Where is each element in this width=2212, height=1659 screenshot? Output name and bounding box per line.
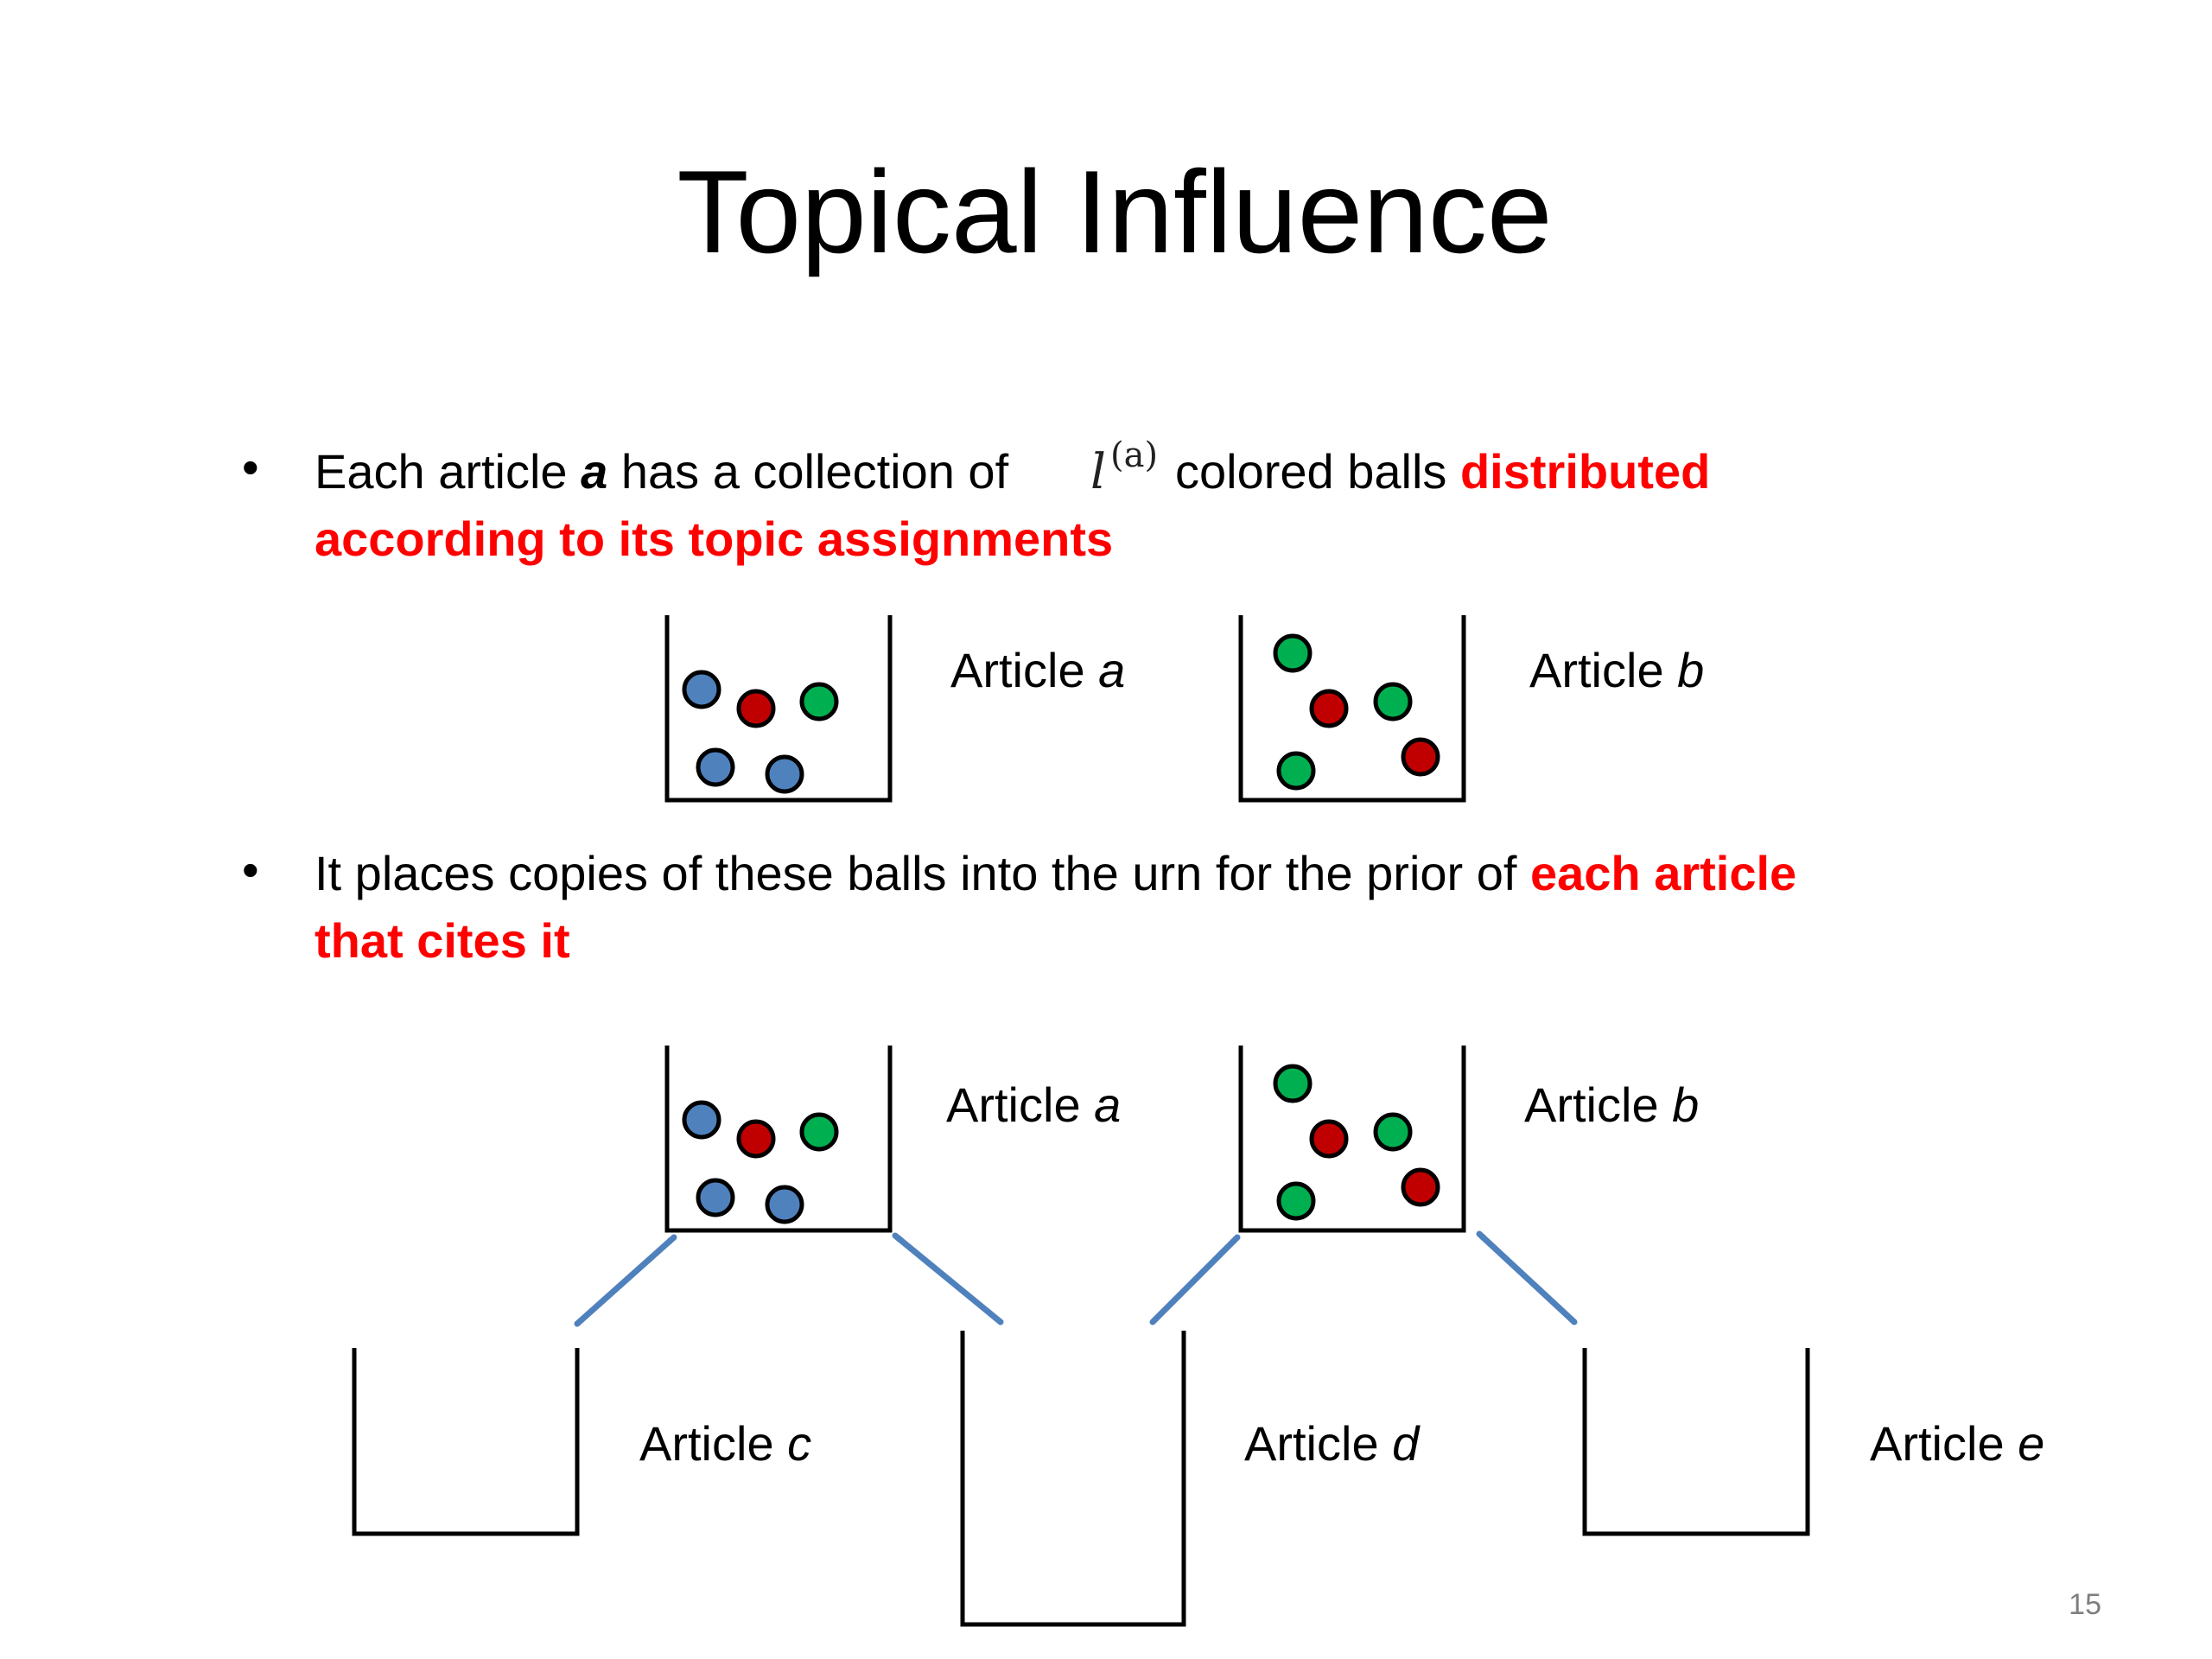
urn-outline [1238, 615, 1466, 803]
label-mid-article-a: Article a [946, 1077, 1121, 1132]
math-l: l [1090, 444, 1106, 500]
ball-green [799, 1112, 839, 1152]
ball-green [1273, 1064, 1313, 1103]
ball-blue [682, 1100, 721, 1140]
citation-arrow-e-to-b [1476, 1230, 1578, 1325]
ball-red [736, 1119, 776, 1159]
label-top-article-a: Article a [950, 643, 1125, 697]
label-article-c: Article c [639, 1416, 811, 1471]
urn-balls [1273, 1064, 1440, 1221]
ball-red [1309, 1119, 1349, 1159]
label-article-e: Article e [1870, 1416, 2044, 1471]
ball-blue [682, 670, 721, 709]
urn-mid-article-a [664, 1046, 893, 1233]
ball-red [1401, 737, 1440, 777]
urn-outline [1582, 1348, 1810, 1536]
bullet-1-marker: • [242, 440, 259, 494]
ball-green [1276, 751, 1316, 791]
bullet-2-text: It places copies of these balls into the… [315, 846, 1530, 900]
citation-arrow-c-to-a [574, 1234, 677, 1327]
ball-red [736, 689, 776, 728]
citation-arrows [574, 1230, 1578, 1327]
urn-outline [352, 1348, 580, 1536]
bullet-2-red-1: each article [1530, 846, 1796, 900]
ball-green [1373, 1112, 1413, 1152]
ball-green [1273, 633, 1313, 673]
slide-title: Topical Influence [677, 146, 1552, 277]
ball-blue [696, 747, 735, 787]
urn-balls [682, 670, 839, 794]
bullet-2-red-2: that cites it [315, 913, 570, 968]
bullet-1-prefix: Each article [315, 444, 581, 499]
ball-blue [765, 1185, 804, 1224]
bullet-2-marker: • [242, 842, 259, 897]
urn-balls [1273, 633, 1440, 791]
urn-outline [664, 1046, 893, 1233]
bullet-1-red-2: according to its topic assignments [315, 512, 1113, 566]
bullet-1-middle: has a collection of [607, 444, 1008, 499]
urn-outline [1238, 1046, 1466, 1233]
label-top-article-b: Article b [1529, 643, 1704, 697]
ball-blue [765, 754, 804, 794]
urn-top-article-a [664, 615, 893, 803]
urn-outline [664, 615, 893, 803]
ball-green [799, 682, 839, 721]
urn-article-c [352, 1348, 580, 1536]
ball-green [1276, 1181, 1316, 1221]
urn-top-article-b [1238, 615, 1466, 803]
bullet-1-variable: a [581, 444, 607, 499]
ball-red [1309, 689, 1349, 728]
urn-mid-article-b [1238, 1046, 1466, 1233]
ball-blue [696, 1178, 735, 1217]
citation-arrow-d-to-b [1149, 1234, 1241, 1325]
bullet-1-after: colored balls [1175, 444, 1460, 499]
urn-article-e [1582, 1348, 1810, 1536]
bullet-1-red-1: distributed [1460, 444, 1710, 499]
bullet-1-line-1: Each article a has a collection of [315, 444, 1009, 499]
urn-balls [682, 1100, 839, 1224]
bullet-2-line-1: It places copies of these balls into the… [315, 846, 1796, 900]
ball-green [1373, 682, 1413, 721]
citation-arrow-d-to-a [892, 1232, 1004, 1325]
page-number: 15 [2069, 1588, 2101, 1621]
ball-red [1401, 1167, 1440, 1207]
label-mid-article-b: Article b [1524, 1077, 1699, 1132]
bullet-1-line-1-tail: colored balls distributed [1175, 444, 1710, 499]
urn-article-d [960, 1331, 1186, 1627]
label-article-d: Article d [1244, 1416, 1421, 1471]
math-superscript: (a) [1110, 435, 1158, 475]
urn-outline [960, 1331, 1186, 1627]
